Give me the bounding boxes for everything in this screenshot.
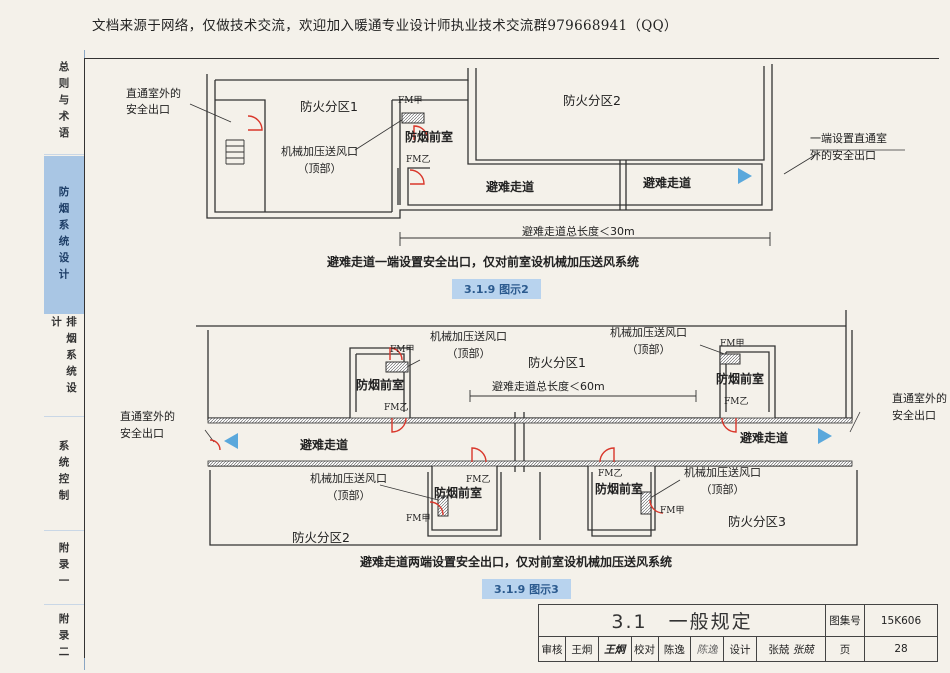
caption-diagram-2: 避难走道一端设置安全出口，仅对前室设机械加压送风系统 [327, 255, 640, 269]
fan-outlet-label-c: 机械加压送风口 （顶部） [310, 470, 387, 504]
sheet-title: 3.1 一般规定 [538, 604, 826, 637]
sidebar-item-smoke-prevention[interactable]: 防烟系统设计 [44, 156, 84, 314]
check-label: 校对 [630, 636, 659, 662]
fire-door-b-label: FM乙 [406, 155, 431, 165]
page-label: 页 [825, 636, 865, 662]
safe-exit-label-left: 直通室外的安全出口 [120, 408, 175, 442]
label-line: 外的安全出口 [810, 149, 876, 162]
fire-door-a-label: FM甲 [720, 339, 745, 349]
length-note-30: 避难走道总长度＜30m [522, 225, 635, 238]
designer-name: 张兢 [768, 643, 790, 656]
title-block: 3.1 一般规定 图集号 15K606 审核 王炯 王炯 校对 陈逸 陈逸 设计… [538, 604, 938, 662]
zone-2-label: 防火分区2 [292, 530, 350, 545]
fire-door-a-label: FM甲 [390, 345, 415, 355]
fire-door-a-label: FM甲 [398, 96, 423, 106]
label-line: 机械加压送风口 [610, 326, 687, 339]
sidebar-item-label: 总则与术语 [57, 60, 70, 144]
fan-outlet-label: 机械加压送风口 （顶部） [281, 143, 358, 177]
source-note: 文档来源于网络，仅做技术交流，欢迎加入暖通专业设计师执业技术交流群9796689… [92, 18, 678, 34]
label-line: 直通室外的 [120, 410, 175, 423]
sidebar-item-appendix-2[interactable]: 附录二 [44, 606, 84, 670]
fire-door-a-label: FM甲 [660, 506, 685, 516]
checker-signature: 陈逸 [690, 636, 724, 662]
label-line: 直通室外的 [892, 392, 947, 405]
safe-exit-label-left: 直通室外的安全出口 [126, 86, 181, 118]
label-line: 机械加压送风口 [684, 466, 761, 479]
sidebar-item-system-control[interactable]: 系统控制 [44, 418, 84, 528]
label-line: 机械加压送风口 [310, 472, 387, 485]
label-line: （顶部） [626, 343, 671, 356]
corridor-label-2: 避难走道 [643, 176, 692, 190]
corridor-label-1: 避难走道 [300, 438, 349, 452]
zone-3-label: 防火分区3 [728, 514, 786, 529]
fan-outlet-label-d: 机械加压送风口 （顶部） [684, 464, 761, 498]
figure-tag-3: 3.1.9 图示3 [482, 579, 571, 599]
fan-outlet-label-a: 机械加压送风口 （顶部） [430, 328, 507, 362]
safe-exit-label-right: 直通室外的安全出口 [892, 390, 947, 424]
sidebar-item-label: 系统控制 [57, 440, 70, 506]
fire-door-b-label: FM乙 [724, 397, 749, 407]
anteroom-label: 防烟前室 [595, 482, 644, 496]
label-line: （顶部） [326, 489, 371, 502]
sidebar-item-general[interactable]: 总则与术语 [44, 50, 84, 154]
atlas-number: 15K606 [864, 604, 938, 637]
fire-door-b-label: FM乙 [466, 475, 491, 485]
label-line: 直通室外的 [126, 87, 181, 100]
page-number: 28 [864, 636, 938, 662]
sidebar-item-appendix-1[interactable]: 附录一 [44, 532, 84, 602]
checker-name: 陈逸 [657, 636, 692, 662]
fire-door-b-label: FM乙 [384, 403, 409, 413]
label-line: 机械加压送风口 [430, 330, 507, 343]
sidebar-item-label: 排烟系统设计 [50, 316, 77, 399]
zone-1-label: 防火分区1 [528, 355, 586, 370]
figure-tag-2: 3.1.9 图示2 [452, 279, 541, 299]
label-line: 一端设置直通室 [810, 132, 887, 145]
sidebar-item-smoke-exhaust[interactable]: 排烟系统设计 [44, 316, 84, 414]
label-line: （顶部） [446, 347, 491, 360]
zone-2-label: 防火分区2 [563, 93, 621, 108]
label-line: 安全出口 [892, 409, 936, 422]
label-line: （顶部） [700, 483, 745, 496]
chapter-sidebar: 总则与术语 防烟系统设计 排烟系统设计 系统控制 附录一 附录二 [44, 50, 85, 670]
anteroom-label: 防烟前室 [356, 378, 405, 392]
zone-1-label: 防火分区1 [300, 99, 358, 114]
sidebar-item-label: 防烟系统设计 [57, 185, 70, 285]
reviewer-signature: 王炯 [597, 636, 632, 662]
sidebar-item-label: 附录一 [57, 542, 70, 592]
fire-door-b-label: FM乙 [598, 469, 623, 479]
caption-diagram-3: 避难走道两端设置安全出口，仅对前室设机械加压送风系统 [360, 555, 673, 569]
fire-door-a-label: FM甲 [406, 514, 431, 524]
atlas-label: 图集号 [825, 604, 865, 637]
label-line: 安全出口 [120, 427, 164, 440]
review-label: 审核 [538, 636, 566, 662]
corridor-label-2: 避难走道 [740, 431, 789, 445]
fan-outlet-label-b: 机械加压送风口 （顶部） [610, 324, 687, 358]
designer-cell: 张兢 张兢 [756, 636, 826, 662]
drawing-frame [84, 58, 939, 658]
sidebar-item-label: 附录二 [57, 613, 70, 663]
label-line: 机械加压送风口 [281, 145, 358, 158]
corridor-label-1: 避难走道 [486, 180, 535, 194]
label-line: （顶部） [297, 162, 342, 175]
designer-signature: 张兢 [792, 643, 814, 656]
length-note-60: 避难走道总长度＜60m [492, 380, 605, 393]
reviewer-name: 王炯 [565, 636, 599, 662]
design-label: 设计 [723, 636, 757, 662]
anteroom-label: 防烟前室 [716, 372, 765, 386]
anteroom-label: 防烟前室 [405, 130, 454, 144]
label-line: 安全出口 [126, 103, 170, 116]
anteroom-label: 防烟前室 [434, 486, 483, 500]
one-end-exit-label: 一端设置直通室外的安全出口 [810, 130, 887, 164]
